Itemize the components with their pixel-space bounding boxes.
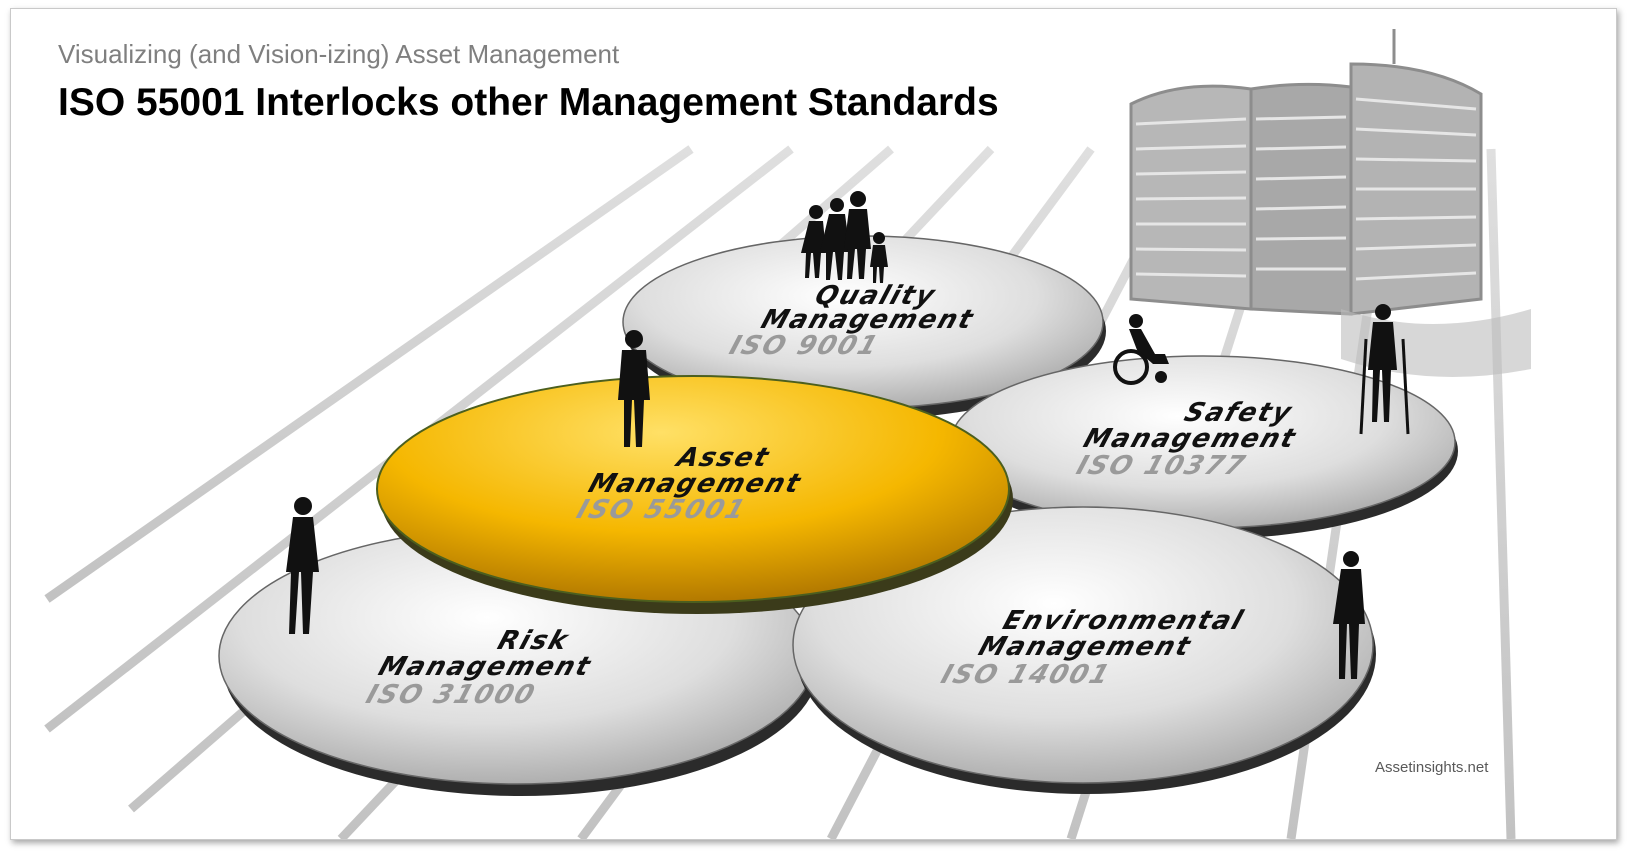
quality-standard: ISO 9001 (726, 331, 884, 361)
disc-environmental (792, 506, 1376, 794)
asset-subtitle: Management (585, 469, 806, 499)
asset-title: Asset (671, 443, 774, 473)
slide-title: ISO 55001 Interlocks other Management St… (58, 81, 999, 124)
environmental-standard: ISO 14001 (937, 660, 1115, 690)
people-silhouettes (286, 191, 1410, 679)
label-safety: Safety Management ISO 10377 (1073, 398, 1301, 481)
label-risk: Risk Management ISO 31000 (362, 626, 596, 710)
family-silhouette-icon (801, 191, 888, 283)
environmental-title: Environmental (999, 606, 1248, 636)
asset-standard: ISO 55001 (573, 495, 751, 525)
wheelchair-user-icon (1113, 314, 1169, 385)
safety-standard: ISO 10377 (1073, 451, 1251, 481)
environmental-subtitle: Management (975, 632, 1196, 662)
label-quality: Quality Management ISO 9001 (726, 281, 979, 361)
label-environmental: Environmental Management ISO 14001 (937, 606, 1248, 690)
worker-silhouette-icon (1333, 551, 1365, 679)
safety-title: Safety (1181, 398, 1297, 428)
risk-standard: ISO 31000 (362, 680, 540, 710)
source-credit: Assetinsights.net (1375, 759, 1489, 776)
businesswoman-silhouette-icon (286, 497, 319, 634)
quality-subtitle: Management (757, 305, 978, 335)
label-asset: Asset Management ISO 55001 (573, 443, 806, 525)
safety-subtitle: Management (1080, 424, 1301, 454)
risk-subtitle: Management (375, 652, 596, 682)
disc-quality (622, 235, 1106, 419)
slide-frame: Quality Management ISO 9001 Safety Manag… (10, 8, 1617, 840)
slide-subtitle: Visualizing (and Vision-izing) Asset Man… (58, 39, 620, 69)
disc-safety (950, 355, 1458, 539)
quality-title: Quality (811, 281, 940, 311)
building-illustration (1129, 29, 1531, 377)
diagram-canvas: Quality Management ISO 9001 Safety Manag… (44, 29, 1531, 839)
disc-asset (376, 375, 1013, 614)
crutches-user-icon (1359, 304, 1410, 435)
risk-title: Risk (494, 626, 574, 656)
businessman-silhouette-icon (618, 330, 650, 447)
